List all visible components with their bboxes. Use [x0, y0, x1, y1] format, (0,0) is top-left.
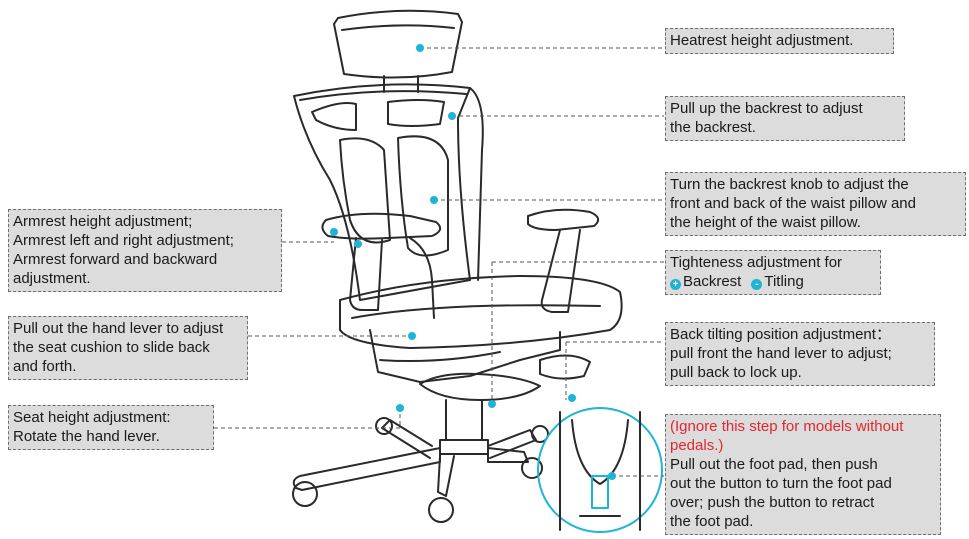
marker-back-tilt	[568, 394, 576, 402]
callout-line: pull front the hand lever to adjust;	[670, 344, 930, 363]
callout-line: Tighteness adjustment for	[670, 253, 876, 272]
foot-pad-detail-circle	[538, 408, 662, 532]
callout-seat-slide: Pull out the hand lever to adjust the se…	[8, 316, 248, 380]
callout-foot-pad: (Ignore this step for models without ped…	[665, 414, 941, 535]
foot-pad-note: (Ignore this step for models without	[670, 417, 936, 436]
seat	[340, 276, 622, 348]
marker-seat-slide	[408, 332, 416, 340]
callout-line: Armrest left and right adjustment;	[13, 231, 277, 250]
callout-backrest: Pull up the backrest to adjust the backr…	[665, 96, 905, 141]
callout-line: out the button to turn the foot pad	[670, 474, 936, 493]
callout-line: Pull out the hand lever to adjust	[13, 319, 243, 338]
callout-line: the foot pad.	[670, 512, 936, 531]
callout-line: Back tilting position adjustment：	[670, 325, 930, 344]
marker-foot-pad	[608, 472, 616, 480]
backrest-frame	[294, 84, 470, 300]
callout-armrest: Armrest height adjustment; Armrest left …	[8, 209, 282, 292]
armrest-right	[528, 210, 598, 230]
callout-line: pull back to lock up.	[670, 363, 930, 382]
callout-line: over; push the button to retract	[670, 493, 936, 512]
marker-seat-height	[396, 404, 404, 412]
callout-line: Pull out the foot pad, then push	[670, 455, 936, 474]
callout-line: Armrest height adjustment;	[13, 212, 277, 231]
armrest-left	[322, 214, 440, 239]
minus-icon: -	[751, 279, 762, 290]
marker-headrest	[416, 44, 424, 52]
callout-line: and forth.	[13, 357, 243, 376]
plus-icon: +	[670, 279, 681, 290]
callout-line: Pull up the backrest to adjust	[670, 99, 900, 118]
callout-waist-pillow: Turn the backrest knob to adjust the fro…	[665, 172, 966, 236]
callout-line: front and back of the waist pillow and	[670, 194, 961, 213]
headrest	[334, 11, 462, 78]
chair-base	[294, 448, 440, 490]
foot-pad-note: pedals.)	[670, 436, 936, 455]
callout-line: Heatrest height adjustment.	[670, 31, 889, 50]
callout-back-tilt: Back tilting position adjustment： pull f…	[665, 322, 935, 386]
callout-line: Armrest forward and backward	[13, 250, 277, 269]
marker-tightness	[488, 400, 496, 408]
callout-line: the seat cushion to slide back	[13, 338, 243, 357]
tilting-label: Titling	[764, 273, 803, 290]
callout-line: adjustment.	[13, 269, 277, 288]
marker-waist	[430, 196, 438, 204]
callout-line: the height of the waist pillow.	[670, 213, 961, 232]
backrest-label: Backrest	[683, 273, 741, 290]
callout-line: the backrest.	[670, 118, 900, 137]
marker-armrest	[330, 228, 338, 236]
marker-backrest	[448, 112, 456, 120]
callout-tightness: Tighteness adjustment for +Backrest-Titl…	[665, 250, 881, 295]
callout-seat-height: Seat height adjustment: Rotate the hand …	[8, 405, 214, 450]
callout-line: Seat height adjustment:	[13, 408, 209, 427]
callout-line: Rotate the hand lever.	[13, 427, 209, 446]
marker-armrest-2	[354, 240, 362, 248]
callout-headrest: Heatrest height adjustment.	[665, 28, 894, 54]
callout-line: Turn the backrest knob to adjust the	[670, 175, 961, 194]
